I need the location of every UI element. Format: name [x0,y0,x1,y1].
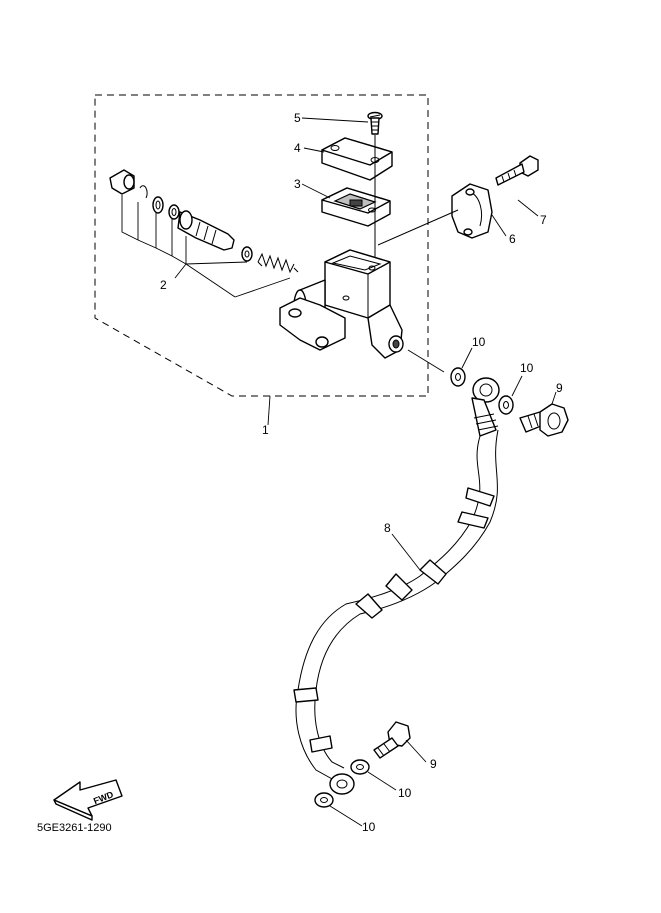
piston-kit-part [109,169,299,274]
fwd-arrow-icon: FWD [53,779,123,821]
holder-bolt-part [495,155,539,186]
callout-9-top: 9 [556,381,563,395]
brake-hose-part [293,377,500,795]
screw-part [367,111,383,135]
washer-a-part [450,367,466,387]
diaphragm-part [321,187,391,227]
callout-9-bottom: 9 [430,757,437,771]
callout-10-a: 10 [472,335,486,349]
callout-6: 6 [509,232,516,246]
holder-part [451,183,493,239]
callout-1: 1 [262,423,269,437]
leader-item-2 [121,195,291,298]
callout-4: 4 [294,141,301,155]
callout-10-b: 10 [520,361,534,375]
callout-10-d: 10 [362,820,376,834]
callout-10-c: 10 [398,786,412,800]
callout-8: 8 [384,521,391,535]
callout-2: 2 [160,278,167,292]
catalog-code: 5GE3261-1290 [37,822,112,834]
union-bolt-upper-part [519,403,569,437]
master-cylinder-body [279,249,404,359]
assembly-boundary [94,94,429,397]
leader-lines [267,117,557,827]
washer-d-part [314,792,334,808]
washer-b-part [498,395,514,415]
callout-3: 3 [294,177,301,191]
union-bolt-lower-part [373,721,411,759]
callout-7: 7 [540,213,547,227]
reservoir-cap-part [321,137,393,181]
washer-c-part [350,759,370,775]
callout-5: 5 [294,111,301,125]
